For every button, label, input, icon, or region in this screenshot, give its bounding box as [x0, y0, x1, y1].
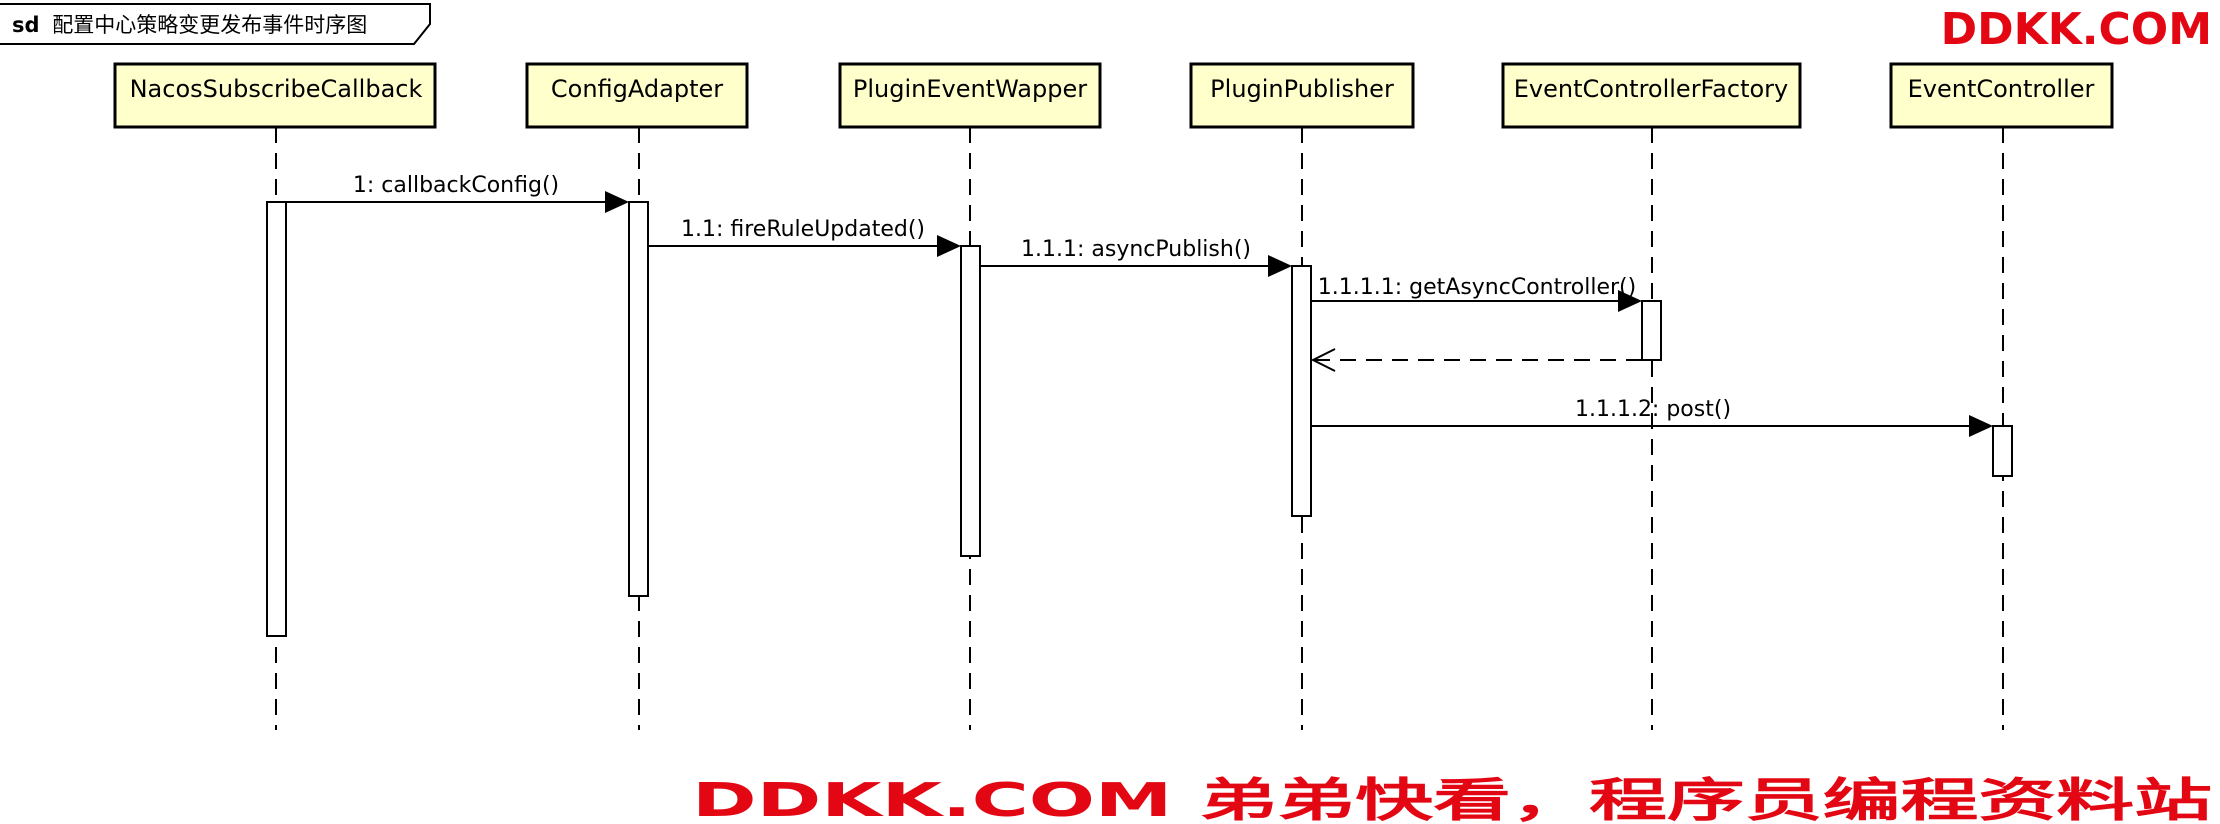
message-fire-rule-updated: 1.1: fireRuleUpdated()	[648, 217, 961, 257]
lifeline-config-adapter[interactable]: ConfigAdapter	[525, 62, 749, 730]
message-async-publish: 1.1.1: asyncPublish()	[980, 237, 1292, 277]
message-label: 1.1.1: asyncPublish()	[1021, 237, 1251, 262]
watermark-top: DDKK.COM	[1941, 4, 2212, 55]
activation-plugin-event-wapper	[960, 245, 981, 557]
lifeline-label: PluginPublisher	[1210, 75, 1394, 103]
message-post: 1.1.1.2: post()	[1311, 397, 1993, 437]
activation-event-controller-factory	[1641, 300, 1662, 361]
lifeline-label: NacosSubscribeCallback	[130, 75, 423, 103]
lifeline-event-controller-factory[interactable]: EventControllerFactory	[1501, 62, 1802, 730]
frame-tab: sd 配置中心策略变更发布事件时序图	[0, 3, 431, 45]
lifeline-label: EventController	[1908, 75, 2095, 103]
lifeline-nacos[interactable]: NacosSubscribeCallback	[113, 62, 437, 730]
frame-keyword: sd	[12, 13, 40, 37]
lifeline-label: EventControllerFactory	[1514, 75, 1788, 103]
sync-arrowhead	[1969, 415, 1993, 437]
message-label: 1: callbackConfig()	[353, 173, 559, 198]
lifeline-label: PluginEventWapper	[853, 75, 1087, 103]
message-get-async-controller: 1.1.1.1: getAsyncController()	[1311, 275, 1642, 312]
lifeline-plugin-publisher[interactable]: PluginPublisher	[1189, 62, 1415, 730]
message-label: 1.1.1.2: post()	[1575, 397, 1731, 422]
activation-event-controller	[1992, 425, 2013, 477]
message-label: 1.1.1.1: getAsyncController()	[1318, 275, 1636, 300]
lifeline-plugin-event-wapper[interactable]: PluginEventWapper	[838, 62, 1102, 730]
return-arrowhead	[1310, 348, 1336, 372]
watermark-bottom: DDKK.COM 弟弟快看，程序员编程资料站	[692, 773, 2212, 824]
activation-config-adapter	[628, 201, 649, 597]
activation-plugin-publisher	[1291, 265, 1312, 517]
message-return	[1310, 348, 1642, 372]
sync-arrowhead	[1268, 255, 1292, 277]
lifeline-label: ConfigAdapter	[551, 75, 723, 103]
lifeline-event-controller[interactable]: EventController	[1889, 62, 2114, 730]
sync-arrowhead	[937, 235, 961, 257]
activation-nacos	[266, 201, 287, 637]
frame-title: 配置中心策略变更发布事件时序图	[52, 13, 367, 37]
svg-text:sd 配置中心策略变更发布事件时序图: sd 配置中心策略变更发布事件时序图	[12, 13, 367, 37]
sync-arrowhead	[1618, 290, 1642, 312]
message-label: 1.1: fireRuleUpdated()	[681, 217, 925, 242]
sync-arrowhead	[605, 191, 629, 213]
message-callback-config: 1: callbackConfig()	[286, 173, 629, 213]
